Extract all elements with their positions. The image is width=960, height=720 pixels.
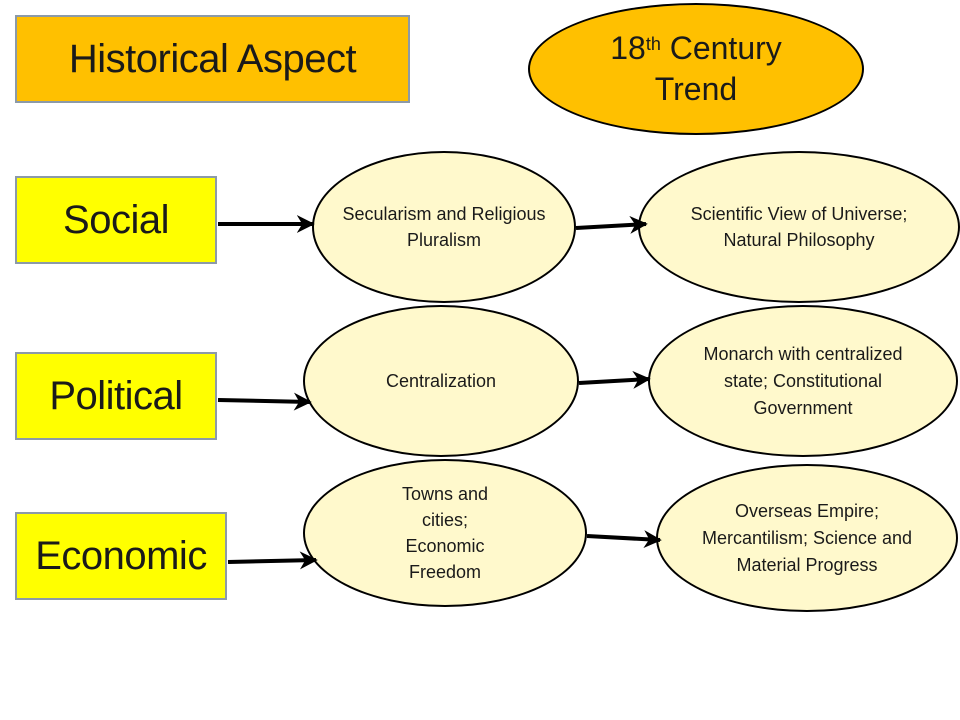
- node-overseas-label: Overseas Empire; Mercantilism; Science a…: [701, 500, 913, 575]
- node-overseas-empire: Overseas Empire; Mercantilism; Science a…: [656, 464, 958, 612]
- category-social-label: Social: [63, 197, 169, 242]
- category-economic: Economic: [15, 512, 227, 600]
- header-title: Historical Aspect: [68, 36, 357, 81]
- category-economic-label: Economic: [35, 533, 207, 578]
- node-scientific-label: Scientific View of Universe; Natural Phi…: [690, 204, 908, 250]
- arrow-political-to-centralization: [217, 392, 312, 411]
- node-towns-label: Towns and cities; Economic Freedom: [401, 484, 489, 582]
- category-political: Political: [15, 352, 217, 440]
- trend-label-line2: Trend: [654, 71, 738, 107]
- trend-label-prefix: 18: [610, 30, 646, 66]
- node-monarch-label: Monarch with centralized state; Constitu…: [703, 343, 903, 418]
- category-political-label: Political: [49, 373, 183, 418]
- node-towns-and-cities: Towns and cities; Economic Freedom: [303, 459, 587, 607]
- historical-aspect-header: Historical Aspect: [15, 15, 410, 103]
- node-secularism: Secularism and Religious Pluralism: [312, 151, 576, 303]
- arrow-economic-to-towns: [227, 551, 318, 570]
- trend-label-sup: th: [645, 34, 661, 54]
- trend-label-line1-suffix: Century: [660, 30, 782, 66]
- arrow-centralization-to-monarch: [578, 370, 651, 389]
- trend-ellipse: 18th Century Trend: [528, 3, 864, 135]
- node-scientific-view: Scientific View of Universe; Natural Phi…: [638, 151, 960, 303]
- node-monarch: Monarch with centralized state; Constitu…: [648, 305, 958, 457]
- arrow-towns-to-overseas: [586, 530, 662, 549]
- node-secularism-label: Secularism and Religious Pluralism: [342, 204, 546, 250]
- node-centralization: Centralization: [303, 305, 579, 457]
- arrow-secularism-to-scientific: [575, 215, 648, 234]
- category-social: Social: [15, 176, 217, 264]
- trend-label: 18th Century Trend: [610, 28, 782, 110]
- node-centralization-label: Centralization: [385, 371, 497, 391]
